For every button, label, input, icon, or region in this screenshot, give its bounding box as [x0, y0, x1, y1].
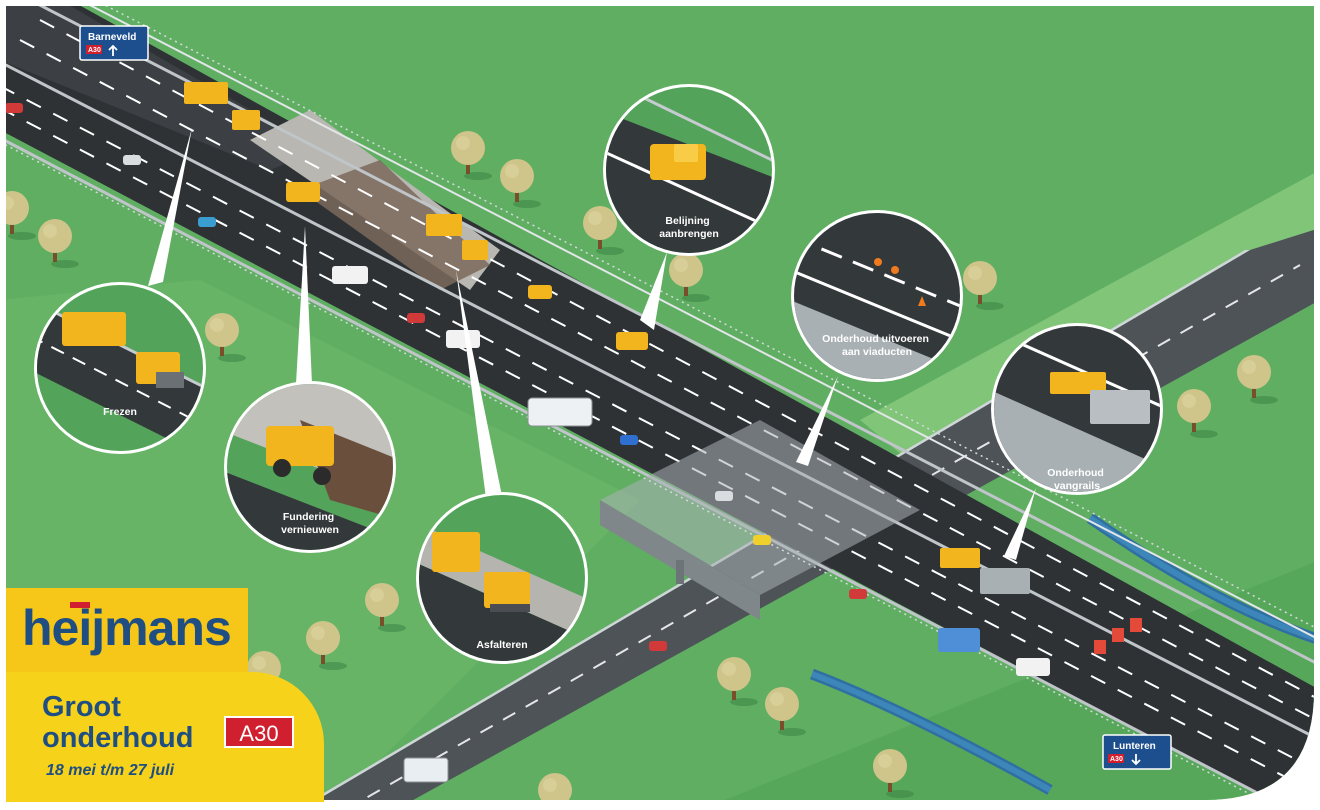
car	[620, 435, 638, 445]
zoom-label-line: Belijning	[665, 215, 709, 227]
page-title: Groot onderhoud	[42, 692, 232, 754]
brand-panel: heijmans	[6, 588, 248, 672]
callout-pointer	[296, 226, 312, 384]
zoom-label-line: Onderhoud uitvoeren	[822, 333, 929, 345]
zoom-label-line: Asfalteren	[476, 639, 527, 651]
callout-pointer	[796, 376, 838, 466]
arrow-up-icon	[108, 44, 118, 56]
sign-road-number: A30	[88, 47, 101, 54]
truck	[403, 757, 449, 783]
title-line-2: onderhoud	[42, 722, 194, 754]
traffic-barriers	[1094, 618, 1142, 654]
sign-lunteren: Lunteren A30	[1102, 734, 1172, 770]
svg-text:Onderhoud uitvoeren aa: Onderhoud uitvoeren aan viaducten	[822, 333, 932, 358]
sign-place: Barneveld	[88, 32, 136, 43]
truck	[938, 628, 980, 652]
zoom-label-line: Fundering	[283, 511, 334, 523]
car	[849, 589, 867, 599]
logo-text: heijmans	[22, 600, 232, 656]
car	[198, 217, 216, 227]
bus	[527, 397, 593, 427]
car	[6, 103, 23, 113]
callout-pointer	[456, 270, 502, 498]
zoom-label-line: vernieuwen	[281, 524, 339, 536]
callout-pointer	[640, 252, 667, 330]
callout-pointer	[148, 128, 192, 286]
logo-accent-bar	[70, 602, 90, 608]
svg-text:Asfalteren: Asfalteren	[476, 639, 527, 651]
heijmans-logo: heijmans	[22, 600, 232, 656]
zoom-label-line: aan viaducten	[842, 346, 912, 358]
date-range: 18 mei t/m 27 juli	[46, 762, 175, 779]
sign-barneveld: Barneveld A30	[79, 25, 149, 61]
svg-text:Onderhoud vangrails: Onderhoud vangrails	[1047, 467, 1107, 492]
zoom-frezen: Frezen	[34, 282, 206, 454]
arrow-down-icon	[1131, 754, 1141, 766]
svg-text:Fundering vernieuwen: Fundering vernieuwen	[281, 511, 339, 536]
van	[332, 266, 368, 284]
van	[446, 330, 480, 348]
viaduct	[600, 420, 920, 595]
car	[407, 313, 425, 323]
sign-road-number: A30	[1110, 756, 1123, 763]
van	[1016, 658, 1050, 676]
zoom-label-line: Onderhoud	[1047, 467, 1104, 479]
car	[715, 491, 733, 501]
car	[649, 641, 667, 651]
svg-text:Frezen: Frezen	[103, 406, 137, 418]
excavator-machine	[184, 82, 1030, 594]
svg-text:Belijning aanbrengen: Belijning aanbrengen	[659, 215, 719, 240]
zoom-label-line: aanbrengen	[659, 228, 719, 240]
zoom-fundering: Fundering vernieuwen	[224, 381, 396, 553]
road-badge: A30	[224, 716, 294, 748]
car	[123, 155, 141, 165]
car	[753, 535, 771, 545]
sign-place: Lunteren	[1113, 741, 1156, 752]
zoom-vangrails: Onderhoud vangrails	[991, 323, 1163, 495]
zoom-label-line: Frezen	[103, 406, 137, 418]
title-line-1: Groot	[42, 691, 121, 723]
zoom-belijning: Belijning aanbrengen	[603, 84, 775, 256]
zoom-label-line: vangrails	[1054, 480, 1100, 492]
callout-pointer	[1004, 488, 1036, 560]
title-panel: Groot onderhoud A30 18 mei t/m 27 juli	[6, 672, 324, 802]
zoom-asfalteren: Asfalteren	[416, 492, 588, 664]
